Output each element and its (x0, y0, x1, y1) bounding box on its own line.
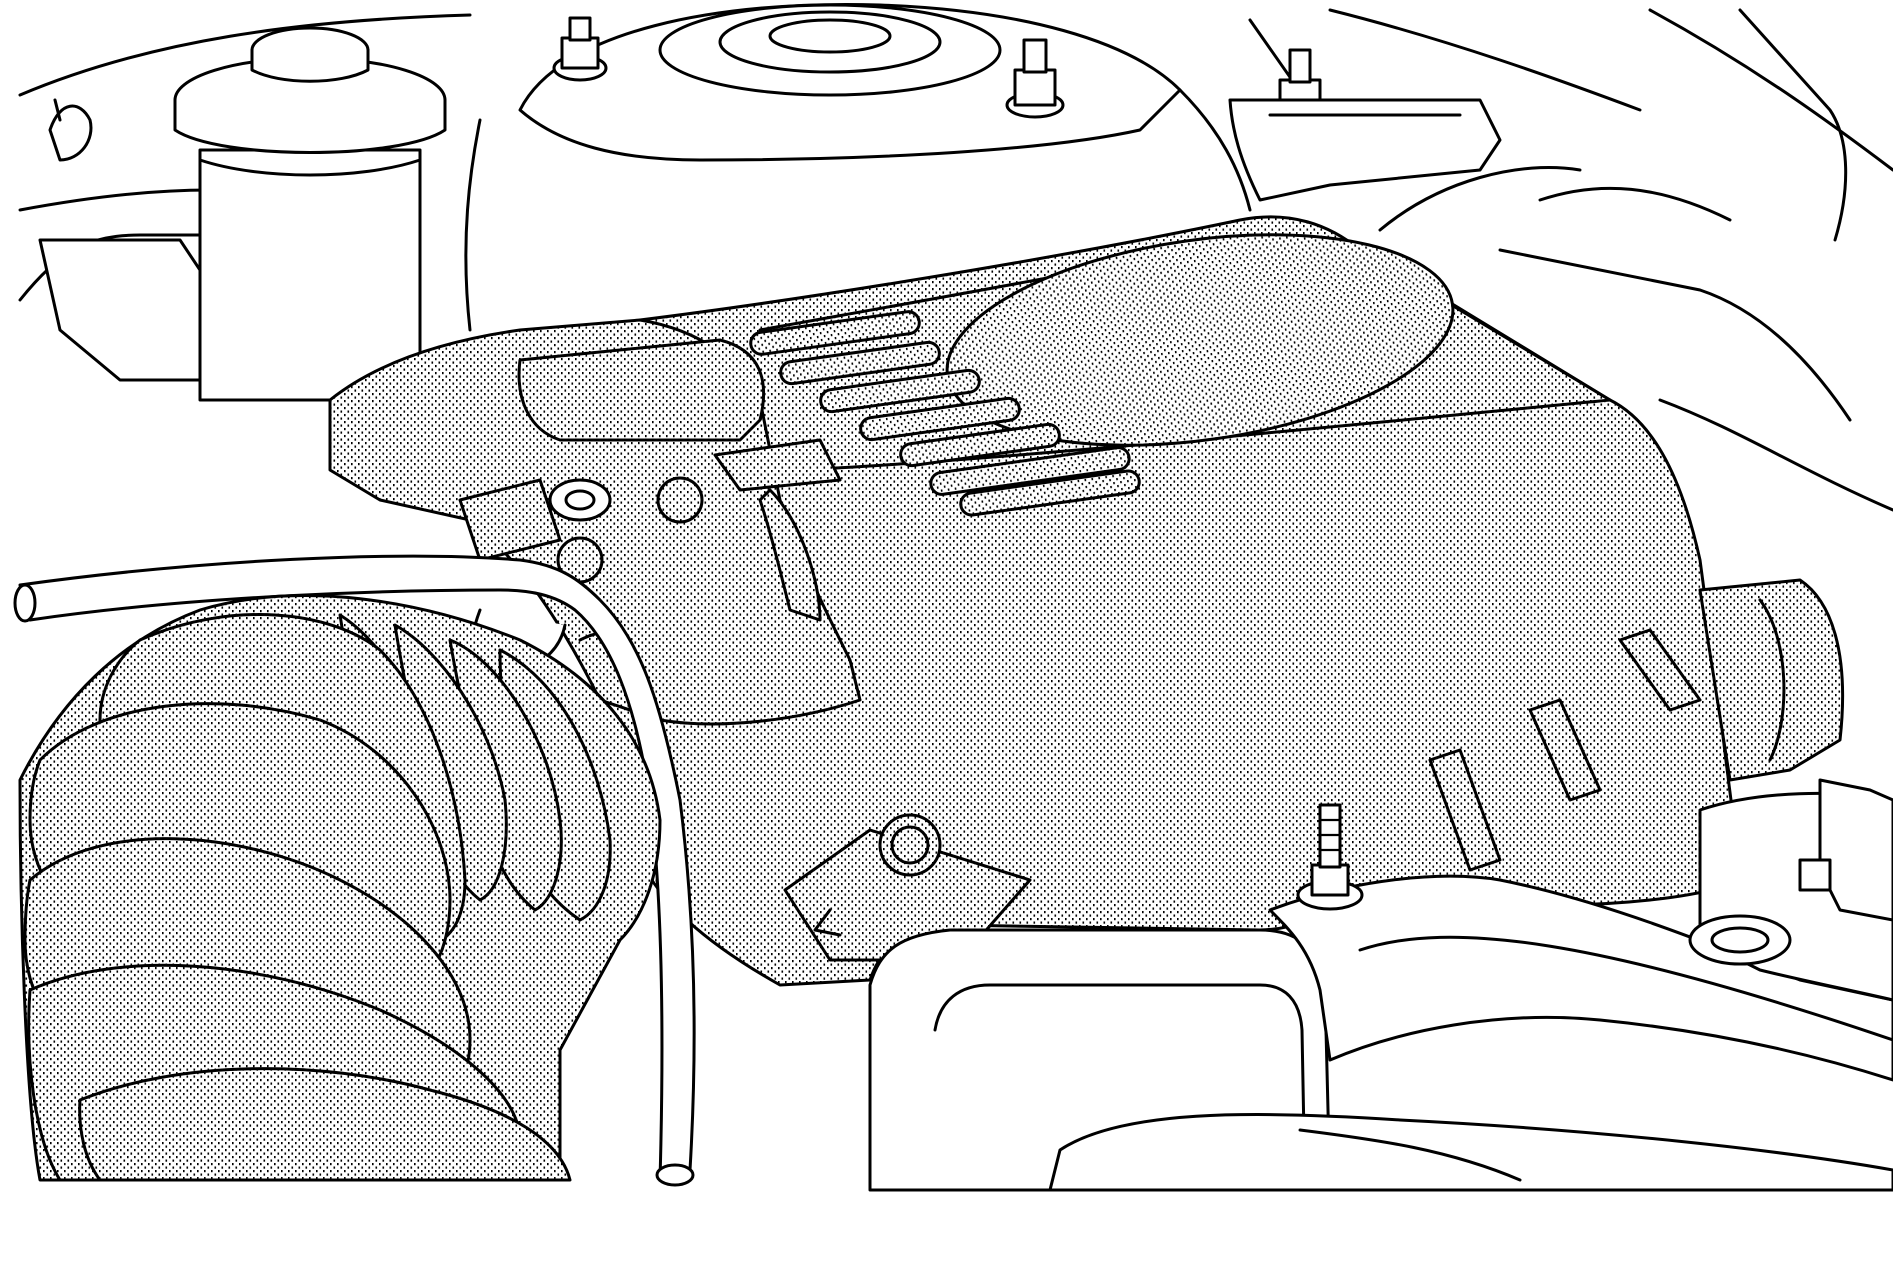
battery-area (868, 778, 1893, 1192)
intake-duct (18, 594, 662, 1182)
nut-icon (1005, 38, 1065, 119)
housing-ribs (749, 310, 1141, 517)
housing-clips (1428, 628, 1702, 872)
right-strut-bracket (1228, 98, 1502, 202)
fluid-reservoir (173, 26, 447, 402)
duct-rings (23, 613, 612, 1182)
bolt-icon (656, 476, 704, 524)
nut-icon (552, 16, 608, 82)
throttle-body (328, 318, 862, 726)
strut-nuts (552, 16, 1330, 124)
strut-tower (464, 3, 1252, 332)
air-cleaner-housing (594, 215, 1845, 987)
left-bracket (38, 98, 202, 382)
ground-stud (1296, 803, 1364, 911)
bolt-icon (548, 478, 612, 522)
